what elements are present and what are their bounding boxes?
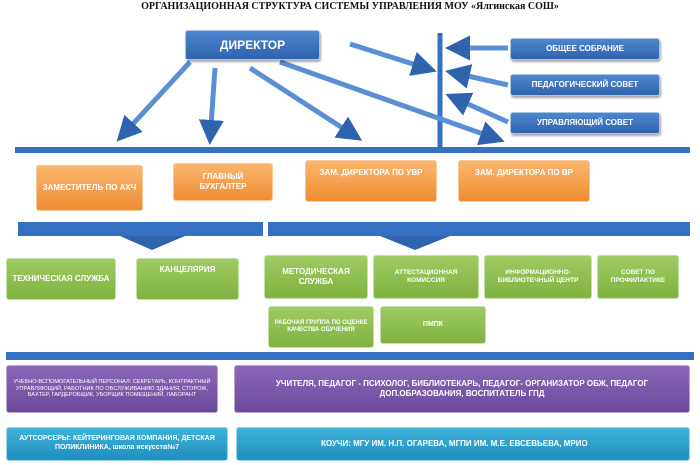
coaches-box[interactable]: КОУЧИ: МГУ ИМ. Н.П. ОГАРЕВА, МГПИ ИМ. М.… xyxy=(236,427,690,461)
pedagogical-council-box[interactable]: ПЕДАГОГИЧЕСКИЙ СОВЕТ xyxy=(510,74,660,96)
technical-service-label: ТЕХНИЧЕСКАЯ СЛУЖБА xyxy=(12,274,110,283)
deputy-vr-box[interactable]: ЗАМ. ДИРЕКТОРА ПО ВР xyxy=(458,160,590,202)
top-divider-bar xyxy=(15,147,690,153)
prevention-council-box[interactable]: СОВЕТ ПО ПРОФИЛАКТИКЕ xyxy=(597,255,679,299)
support-staff-box[interactable]: УЧЕБНО-ВСПОМОГАТЕЛЬНЫЙ ПЕРСОНАЛ: СЕКРЕТА… xyxy=(6,365,218,413)
methodical-service-box[interactable]: МЕТОДИЧЕСКАЯ СЛУЖБА xyxy=(264,255,368,299)
library-center-label: ИНФОРМАЦИОННО-БИБЛИОТЕЧНЫЙ ЦЕНТР xyxy=(497,268,579,284)
staff-divider-bar xyxy=(6,352,694,360)
pmpk-box[interactable]: ПМПК xyxy=(380,306,486,344)
coaches-label: КОУЧИ: МГУ ИМ. Н.П. ОГАРЕВА, МГПИ ИМ. М.… xyxy=(321,439,588,448)
pedagogical-council-label: ПЕДАГОГИЧЕСКИЙ СОВЕТ xyxy=(531,80,639,89)
working-group-label: РАБОЧАЯ ГРУППА ПО ОЦЕНКЕ КАЧЕСТВА ОБУЧЕН… xyxy=(274,319,368,334)
arrow-managing-council xyxy=(445,92,510,125)
accountant-box[interactable]: ГЛАВНЫЙ БУХГАЛТЕР xyxy=(173,163,273,201)
methodical-service-label: МЕТОДИЧЕСКАЯ СЛУЖБА xyxy=(282,267,350,286)
prevention-council-label: СОВЕТ ПО ПРОФИЛАКТИКЕ xyxy=(610,268,666,284)
managing-council-label: УПРАВЛЯЮЩИЙ СОВЕТ xyxy=(536,118,633,127)
teachers-label: УЧИТЕЛЯ, ПЕДАГОГ - ПСИХОЛОГ, БИБЛИОТЕКАР… xyxy=(275,379,649,398)
outsourcers-label: АУТСОРСЕРЫ: КЕЙТЕРИНГОВАЯ КОМПАНИЯ, ДЕТС… xyxy=(19,435,215,451)
attestation-commission-box[interactable]: АТТЕСТАЦИОННАЯ КОМИССИЯ xyxy=(373,255,479,299)
technical-service-box[interactable]: ТЕХНИЧЕСКАЯ СЛУЖБА xyxy=(6,258,116,300)
outsourcers-box[interactable]: АУТСОРСЕРЫ: КЕЙТЕРИНГОВАЯ КОМПАНИЯ, ДЕТС… xyxy=(6,427,228,461)
arrow-director-4 xyxy=(279,59,505,146)
deputy-uvr-label: ЗАМ. ДИРЕКТОРА ПО УВР xyxy=(319,168,423,177)
general-meeting-box[interactable]: ОБЩЕЕ СОБРАНИЕ xyxy=(510,38,660,60)
chevron-right xyxy=(380,236,450,250)
pmpk-label: ПМПК xyxy=(422,320,444,328)
working-group-box[interactable]: РАБОЧАЯ ГРУППА ПО ОЦЕНКЕ КАЧЕСТВА ОБУЧЕН… xyxy=(268,306,374,348)
office-label: КАНЦЕЛЯРИЯ xyxy=(159,265,216,274)
deputy-uvr-box[interactable]: ЗАМ. ДИРЕКТОРА ПО УВР xyxy=(305,160,437,202)
office-box[interactable]: КАНЦЕЛЯРИЯ xyxy=(136,258,239,300)
deputy-vr-label: ЗАМ. ДИРЕКТОРА ПО ВР xyxy=(475,168,573,177)
deputy-ahch-label: ЗАМЕСТИТЕЛЬ ПО АХЧ xyxy=(42,183,137,192)
library-center-box[interactable]: ИНФОРМАЦИОННО-БИБЛИОТЕЧНЫЙ ЦЕНТР xyxy=(484,255,592,299)
chevron-left xyxy=(120,236,185,250)
arrow-director-3 xyxy=(248,65,363,141)
accountant-label: ГЛАВНЫЙ БУХГАЛТЕР xyxy=(199,172,247,191)
arrow-director-1 xyxy=(116,60,192,142)
director-box[interactable]: ДИРЕКТОР xyxy=(185,30,320,60)
page-title: ОРГАНИЗАЦИОННАЯ СТРУКТУРА СИСТЕМЫ УПРАВЛ… xyxy=(141,1,559,12)
managing-council-box[interactable]: УПРАВЛЯЮЩИЙ СОВЕТ xyxy=(510,112,660,134)
arrow-director-2 xyxy=(198,67,224,145)
deputy-ahch-box[interactable]: ЗАМЕСТИТЕЛЬ ПО АХЧ xyxy=(36,165,143,211)
teachers-box[interactable]: УЧИТЕЛЯ, ПЕДАГОГ - ПСИХОЛОГ, БИБЛИОТЕКАР… xyxy=(234,365,690,413)
attestation-commission-label: АТТЕСТАЦИОННАЯ КОМИССИЯ xyxy=(394,268,458,284)
arrow-pedagogical-council xyxy=(445,64,509,89)
general-meeting-label: ОБЩЕЕ СОБРАНИЕ xyxy=(546,44,624,53)
left-divider-bar xyxy=(18,222,263,236)
director-label: ДИРЕКТОР xyxy=(219,37,286,52)
arrow-director-to-spine xyxy=(349,41,437,76)
support-staff-label: УЧЕБНО-ВСПОМОГАТЕЛЬНЫЙ ПЕРСОНАЛ: СЕКРЕТА… xyxy=(13,378,211,399)
right-divider-bar xyxy=(268,222,690,236)
